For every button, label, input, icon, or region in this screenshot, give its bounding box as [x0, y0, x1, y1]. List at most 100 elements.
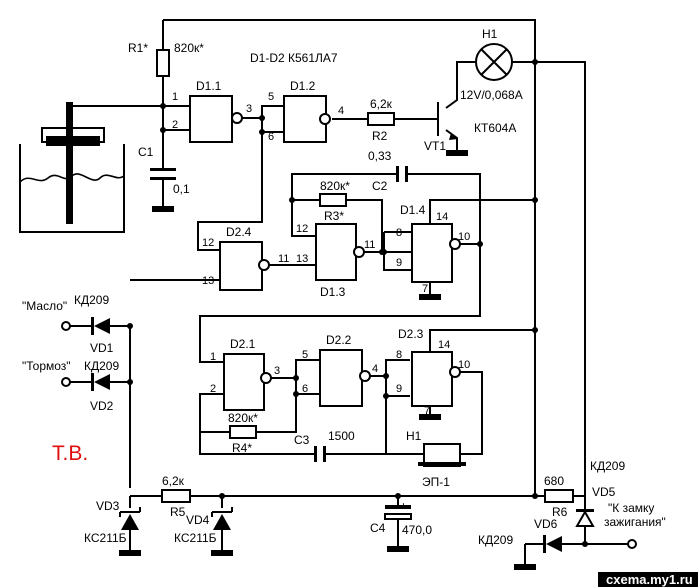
pin-label: 6 — [302, 383, 308, 395]
ep1-label: ЭП-1 — [422, 475, 450, 489]
gate-bubble — [359, 370, 371, 382]
r6-label: R6 — [552, 505, 568, 519]
wiring — [70, 19, 628, 566]
vd5-rail — [535, 61, 586, 510]
zener-vd4 — [213, 514, 231, 530]
junction-dot — [293, 391, 299, 397]
pin-label: 4 — [338, 105, 344, 117]
r3-value: 820к* — [320, 179, 350, 193]
r6-value: 680 — [544, 474, 564, 488]
c2-plate — [396, 166, 399, 182]
pin-label: 9 — [396, 383, 402, 395]
junction-dot — [532, 327, 538, 333]
buzzer-base — [418, 462, 466, 466]
r3-label: R3* — [324, 209, 344, 223]
vt1-value: КТ604А — [474, 121, 516, 135]
level-sensor — [19, 102, 125, 233]
pin-label: 12 — [202, 237, 214, 249]
d13-pin12-loop — [291, 173, 396, 237]
ground-symbol — [211, 550, 233, 556]
r1-value: 820к* — [174, 41, 204, 55]
resistor-r1 — [156, 49, 170, 77]
gate-d2-2-label: D2.2 — [326, 333, 352, 347]
gate-d2-4 — [219, 241, 263, 291]
c3-plate — [314, 446, 317, 462]
junction-dot — [259, 115, 265, 121]
junction-dot — [383, 393, 389, 399]
c1-plate — [150, 168, 176, 171]
r1-input-wires — [162, 20, 190, 170]
diode-vd5-bar — [576, 509, 594, 512]
c3-value: 1500 — [328, 429, 355, 443]
c4-plate — [385, 505, 411, 509]
junction-dot — [477, 241, 483, 247]
junction-dot — [219, 493, 225, 499]
ground-symbol — [419, 414, 441, 420]
pin-label: 5 — [268, 91, 274, 103]
r4-value: 820к* — [228, 411, 258, 425]
gate-d1-1-label: D1.1 — [196, 79, 222, 93]
vt1-label: VT1 — [424, 139, 446, 153]
pin-label: 11 — [278, 253, 289, 265]
ground-symbol — [514, 564, 536, 570]
gate-d2-1-label: D2.1 — [230, 337, 256, 351]
gate-d1-1 — [189, 95, 233, 143]
terminal-oil[interactable] — [61, 321, 71, 331]
pin-label: 7 — [424, 405, 430, 417]
watermark-bg — [598, 572, 698, 587]
r3-right — [346, 199, 383, 252]
diode-vd1-bar — [91, 317, 94, 335]
c2-plate — [405, 166, 408, 182]
c2-value: 0,33 — [368, 149, 392, 163]
h1-buzzer-label: H1 — [406, 429, 422, 443]
c1-value: 0,1 — [173, 182, 190, 196]
vt1-emitter-arrow — [449, 133, 458, 140]
gate-d2-3-label: D2.3 — [398, 327, 424, 341]
pin-label: 4 — [372, 363, 378, 375]
d13-d14-link — [364, 231, 412, 271]
junction-dot — [532, 493, 538, 499]
pin-label: 1 — [172, 91, 178, 103]
junction-dot — [259, 129, 265, 135]
c3-label: C3 — [294, 433, 310, 447]
vd6-label: VD6 — [534, 517, 558, 531]
r5-value: 6,2к — [162, 474, 185, 488]
diode-vd2 — [94, 374, 110, 390]
zener-vd4-bar — [211, 507, 233, 517]
vd5-label: VD5 — [592, 485, 616, 499]
gate-d1-4 — [411, 223, 453, 283]
pin-label: 8 — [396, 227, 402, 239]
c1-label: C1 — [138, 145, 154, 159]
terminal-ignition[interactable] — [627, 539, 637, 549]
d14-vcc — [429, 199, 535, 226]
pin-label: 9 — [396, 257, 402, 269]
gate-d1-3 — [315, 223, 357, 281]
lamp-cross — [480, 48, 508, 76]
vt1-emitter — [445, 129, 458, 152]
d23-vcc — [429, 329, 535, 354]
c4-label: C4 — [370, 521, 386, 535]
vd4-label: VD4 — [186, 513, 210, 527]
junction-dot — [127, 379, 133, 385]
terminal-brake[interactable] — [61, 377, 71, 387]
brake-label: "Тормоз" — [22, 359, 71, 373]
c1-plate — [150, 177, 176, 180]
probe-rod — [66, 102, 73, 224]
c4-value: 470,0 — [402, 523, 432, 537]
gate-bubble — [260, 372, 272, 384]
resistor-r2 — [367, 112, 395, 126]
vd2-value: КД209 — [84, 359, 119, 373]
pin-label: 10 — [458, 359, 470, 371]
junction-dot — [160, 103, 166, 109]
resistor-r3 — [319, 193, 347, 207]
gate-d2-2 — [319, 349, 363, 407]
r2-value: 6,2к — [370, 97, 393, 111]
junction-dot — [127, 323, 133, 329]
zener-vd3 — [121, 514, 139, 530]
junction-dot — [293, 375, 299, 381]
junction-dot — [289, 197, 295, 203]
junction-dot — [532, 197, 538, 203]
tank-outline — [19, 144, 125, 233]
grounds — [119, 150, 536, 570]
gate-bubble — [258, 259, 270, 271]
